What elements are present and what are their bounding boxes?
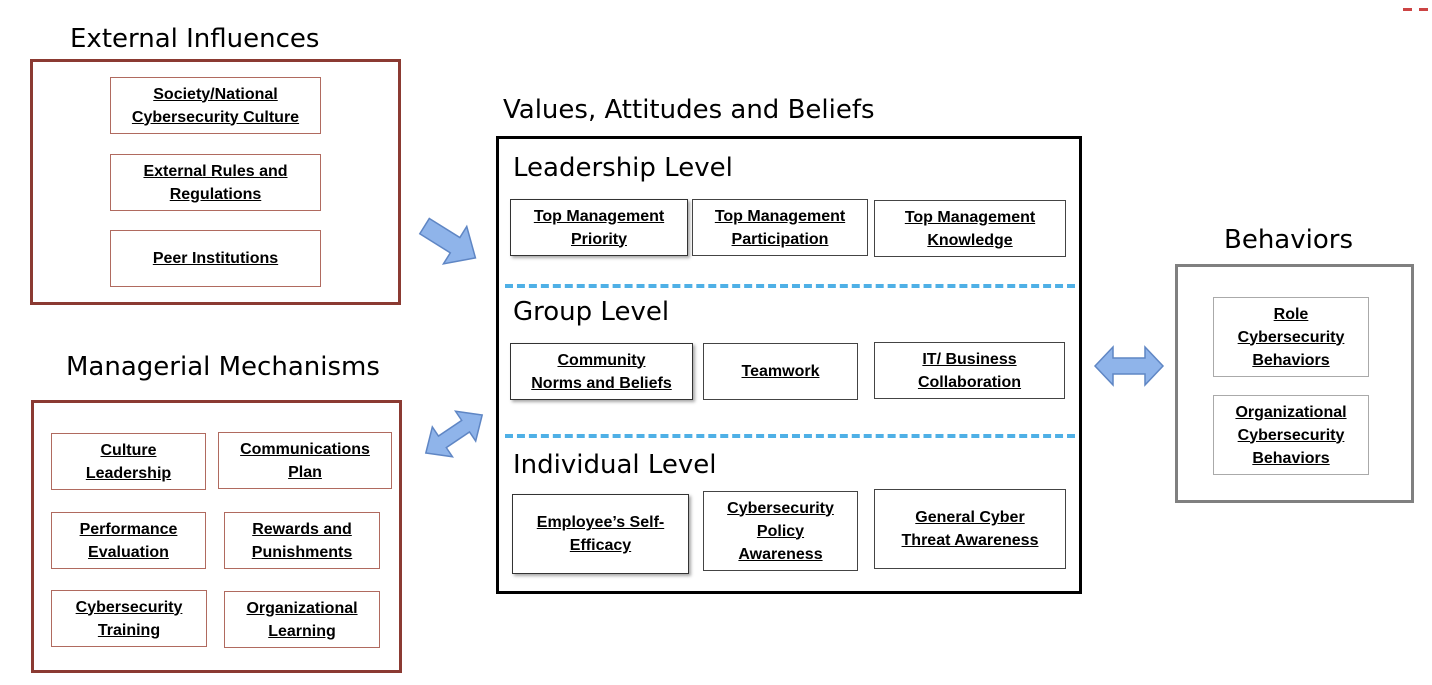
external-influences-title: External Influences — [70, 24, 320, 54]
managerial-mechanisms-group — [31, 400, 402, 673]
external-influences-group — [30, 59, 401, 305]
cybersecurity-training-box: Cybersecurity Training — [51, 590, 207, 647]
organizational-cybersecurity-behaviors-box: Organizational Cybersecurity Behaviors — [1213, 395, 1369, 475]
corner-mark — [1403, 8, 1429, 11]
values-attitudes-beliefs-group — [496, 136, 1082, 594]
leadership-group-divider — [505, 284, 1075, 288]
managerial-mechanisms-title: Managerial Mechanisms — [66, 352, 380, 382]
employee-self-efficacy-box: Employee’s Self- Efficacy — [512, 494, 689, 574]
it-business-collaboration-box: IT/ Business Collaboration — [874, 342, 1065, 399]
society-culture-box: Society/National Cybersecurity Culture — [110, 77, 321, 134]
peer-institutions-box: Peer Institutions — [110, 230, 321, 287]
top-management-priority-box: Top Management Priority — [510, 199, 688, 256]
communications-plan-box: Communications Plan — [218, 432, 392, 489]
group-individual-divider — [505, 434, 1075, 438]
top-management-participation-box: Top Management Participation — [692, 199, 868, 256]
rewards-punishments-box: Rewards and Punishments — [224, 512, 380, 569]
individual-level-title: Individual Level — [513, 450, 717, 480]
group-level-title: Group Level — [513, 297, 670, 327]
performance-evaluation-box: Performance Evaluation — [51, 512, 206, 569]
behaviors-group — [1175, 264, 1414, 503]
behaviors-title: Behaviors — [1224, 225, 1353, 255]
external-rules-box: External Rules and Regulations — [110, 154, 321, 211]
top-management-knowledge-box: Top Management Knowledge — [874, 200, 1066, 257]
teamwork-box: Teamwork — [703, 343, 858, 400]
values-attitudes-beliefs-title: Values, Attitudes and Beliefs — [503, 95, 875, 125]
general-cyber-threat-awareness-box: General Cyber Threat Awareness — [874, 489, 1066, 569]
organizational-learning-box: Organizational Learning — [224, 591, 380, 648]
community-norms-box: Community Norms and Beliefs — [510, 343, 693, 400]
leadership-level-title: Leadership Level — [513, 153, 733, 183]
cybersecurity-policy-awareness-box: Cybersecurity Policy Awareness — [703, 491, 858, 571]
role-cybersecurity-behaviors-box: Role Cybersecurity Behaviors — [1213, 297, 1369, 377]
culture-leadership-box: Culture Leadership — [51, 433, 206, 490]
